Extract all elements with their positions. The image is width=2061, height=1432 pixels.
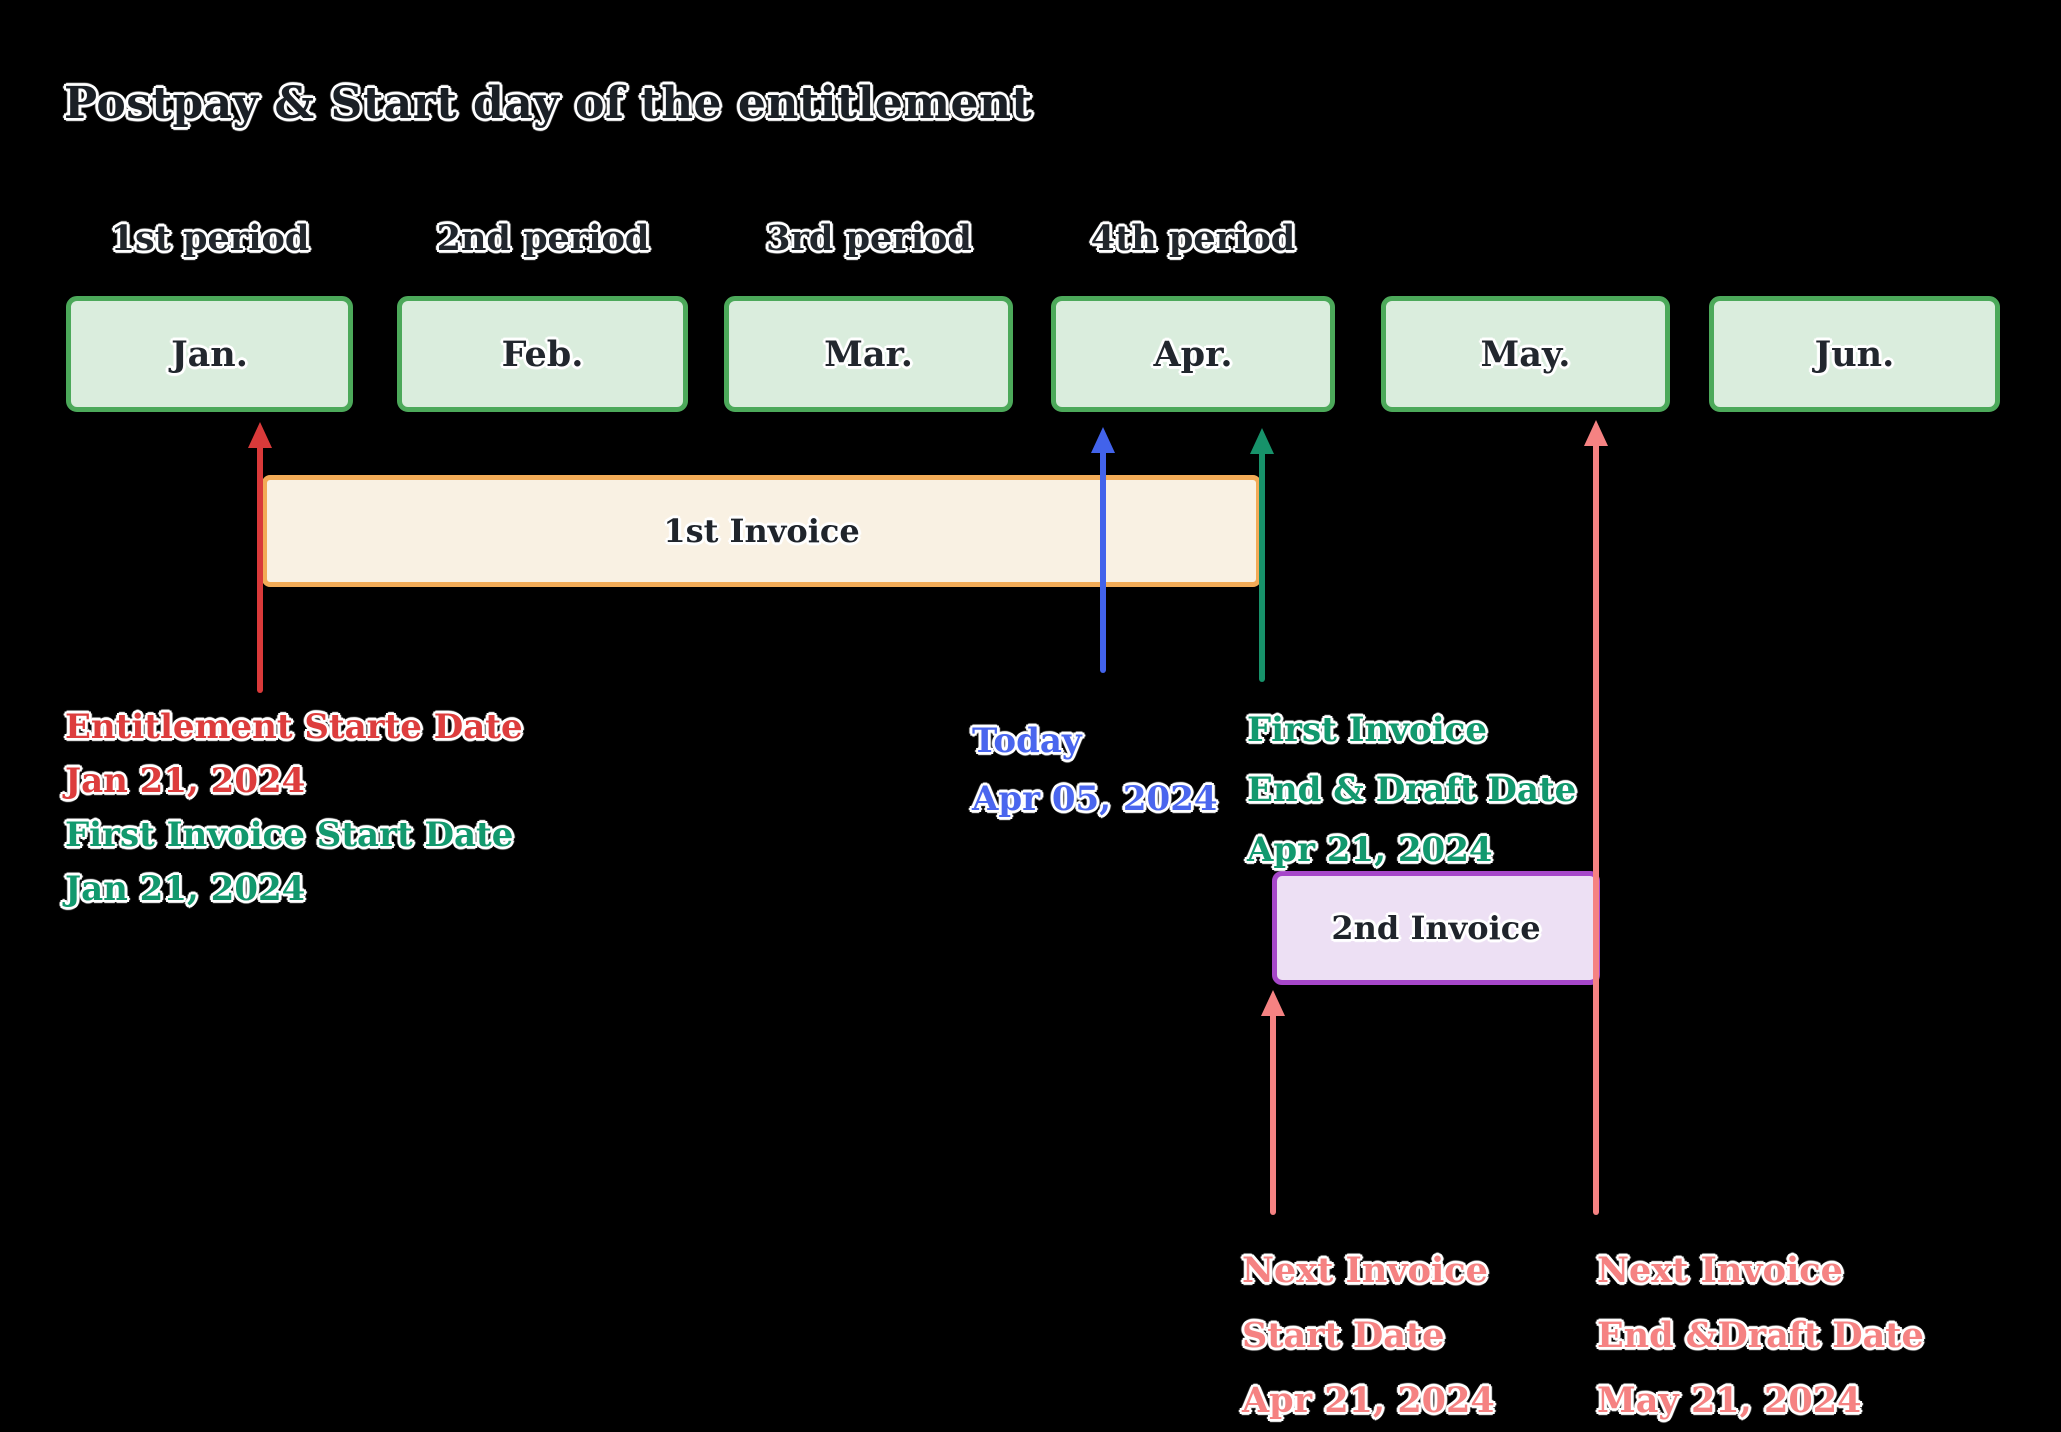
month-label-jan: Jan. xyxy=(171,333,248,375)
arrow-shaft xyxy=(1270,1008,1276,1215)
today-title: Today xyxy=(972,721,1082,761)
arrow-entitlement-start xyxy=(247,422,273,693)
period-label-2: 2nd period xyxy=(436,218,650,259)
entitlement-start-title: Entitlement Starte Date xyxy=(65,707,523,747)
second-invoice-box: 2nd Invoice xyxy=(1272,871,1600,985)
entitlement-start-date: Jan 21, 2024 xyxy=(65,761,306,801)
month-box-feb: Feb. xyxy=(397,296,688,412)
today-date: Apr 05, 2024 xyxy=(972,779,1218,819)
month-label-mar: Mar. xyxy=(824,333,913,375)
first-invoice-start-date: Jan 21, 2024 xyxy=(65,869,306,909)
first-invoice-bar: 1st Invoice xyxy=(262,475,1261,587)
next-invoice-end-line1: Next Invoice xyxy=(1597,1250,1843,1291)
note-entitlement-start: Entitlement Starte Date Jan 21, 2024 Fir… xyxy=(65,700,523,916)
page-title: Postpay & Start day of the entitlement xyxy=(64,78,1033,129)
arrow-next-invoice-end xyxy=(1583,420,1609,1215)
second-invoice-label: 2nd Invoice xyxy=(1331,909,1541,947)
next-invoice-end-line2: End &Draft Date xyxy=(1597,1315,1924,1356)
note-next-invoice-end: Next Invoice End &Draft Date May 21, 202… xyxy=(1597,1238,1924,1432)
note-first-invoice-end: First Invoice End & Draft Date Apr 21, 2… xyxy=(1247,700,1576,880)
month-label-apr: Apr. xyxy=(1153,333,1233,375)
period-label-1: 1st period xyxy=(110,218,310,259)
arrow-shaft xyxy=(1259,446,1265,682)
month-box-may: May. xyxy=(1381,296,1670,412)
month-label-jun: Jun. xyxy=(1814,333,1895,375)
first-invoice-end-date: Apr 21, 2024 xyxy=(1247,830,1493,870)
month-box-jun: Jun. xyxy=(1709,296,2000,412)
note-next-invoice-start: Next Invoice Start Date Apr 21, 2024 xyxy=(1242,1238,1495,1432)
next-invoice-start-line1: Next Invoice xyxy=(1242,1250,1488,1291)
month-label-may: May. xyxy=(1480,333,1571,375)
month-label-feb: Feb. xyxy=(501,333,584,375)
next-invoice-start-line2: Start Date xyxy=(1242,1315,1445,1356)
arrow-shaft xyxy=(1593,438,1599,1215)
note-today: Today Apr 05, 2024 xyxy=(972,712,1218,828)
arrow-shaft xyxy=(257,440,263,693)
month-box-apr: Apr. xyxy=(1051,296,1335,412)
arrow-next-invoice-start xyxy=(1260,990,1286,1215)
first-invoice-end-line2: End & Draft Date xyxy=(1247,770,1577,810)
first-invoice-label: 1st Invoice xyxy=(663,512,860,550)
arrow-first-invoice-end xyxy=(1249,428,1275,682)
next-invoice-end-date: May 21, 2024 xyxy=(1597,1380,1862,1421)
period-label-4: 4th period xyxy=(1090,218,1296,259)
first-invoice-end-line1: First Invoice xyxy=(1247,710,1487,750)
month-box-mar: Mar. xyxy=(724,296,1013,412)
next-invoice-start-date: Apr 21, 2024 xyxy=(1242,1380,1495,1421)
first-invoice-start-title: First Invoice Start Date xyxy=(65,815,514,855)
period-label-3: 3rd period xyxy=(766,218,972,259)
arrow-shaft xyxy=(1100,445,1106,673)
month-box-jan: Jan. xyxy=(66,296,353,412)
arrow-today xyxy=(1090,427,1116,673)
